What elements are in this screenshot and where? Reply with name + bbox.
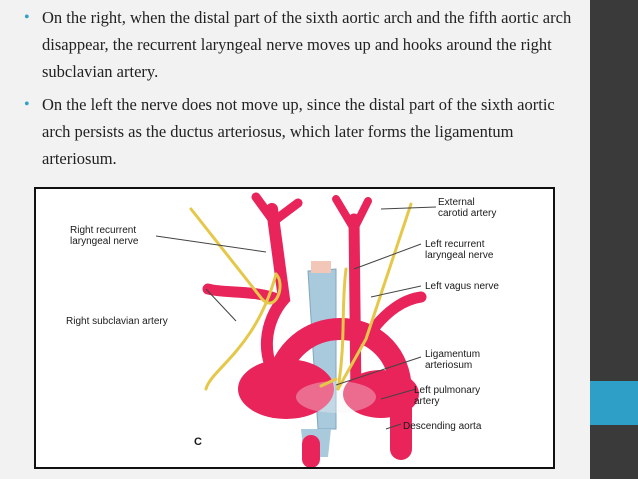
right-internal-carotid (251, 192, 277, 224)
leader-external-carotid (380, 206, 437, 210)
bullet-marker: • (24, 96, 30, 113)
label-left-recurrent: Left recurrent laryngeal nerve (425, 239, 494, 261)
leader-right-recurrent (155, 235, 267, 253)
left-common-carotid (348, 213, 362, 405)
label-right-recurrent: Right recurrent laryngeal nerve (70, 225, 139, 247)
right-external-carotid (269, 198, 303, 226)
panel-letter: C (194, 436, 202, 448)
bullet-text: On the right, when the distal part of th… (42, 8, 572, 81)
ligamentum-arteriosum (319, 377, 338, 388)
sidebar-accent-block (590, 381, 638, 425)
bullet-text: On the left the nerve does not move up, … (42, 95, 555, 168)
leader-descending-aorta (385, 423, 402, 430)
left-recurrent-nerve (336, 267, 348, 391)
bullet-marker: • (24, 9, 30, 26)
label-external-carotid: External carotid artery (438, 197, 497, 219)
right-recurrent-nerve (204, 272, 278, 391)
left-internal-carotid (332, 195, 358, 233)
anatomy-illustration (155, 192, 437, 467)
leader-left-pulmonary (380, 388, 417, 400)
right-vagus-nerve (189, 207, 282, 305)
bullet-item: • On the left the nerve does not move up… (22, 91, 582, 172)
aortic-arch-diagram: External carotid artery Right recurrent … (34, 187, 555, 469)
esophagus-shape (311, 261, 331, 273)
left-vagus-nerve (336, 202, 413, 391)
arch-highlight (296, 381, 376, 413)
leader-left-vagus (370, 285, 422, 298)
right-subclavian-artery (202, 283, 288, 307)
label-descending-aorta: Descending aorta (403, 421, 482, 432)
left-external-carotid (350, 197, 372, 233)
label-ligamentum: Ligamentum arteriosum (425, 349, 481, 371)
bullet-item: • On the right, when the distal part of … (22, 4, 582, 85)
label-left-vagus: Left vagus nerve (425, 281, 499, 292)
slide: • On the right, when the distal part of … (22, 4, 582, 469)
leader-left-recurrent (353, 243, 422, 270)
label-left-pulmonary: Left pulmonary artery (414, 385, 481, 407)
aortic-bulb (238, 359, 334, 419)
leader-ligamentum (335, 356, 422, 386)
bullet-list: • On the right, when the distal part of … (22, 4, 582, 178)
leader-right-subclavian (205, 288, 237, 322)
label-right-subclavian: Right subclavian artery (66, 316, 168, 327)
pulmonary-arch (343, 370, 419, 418)
